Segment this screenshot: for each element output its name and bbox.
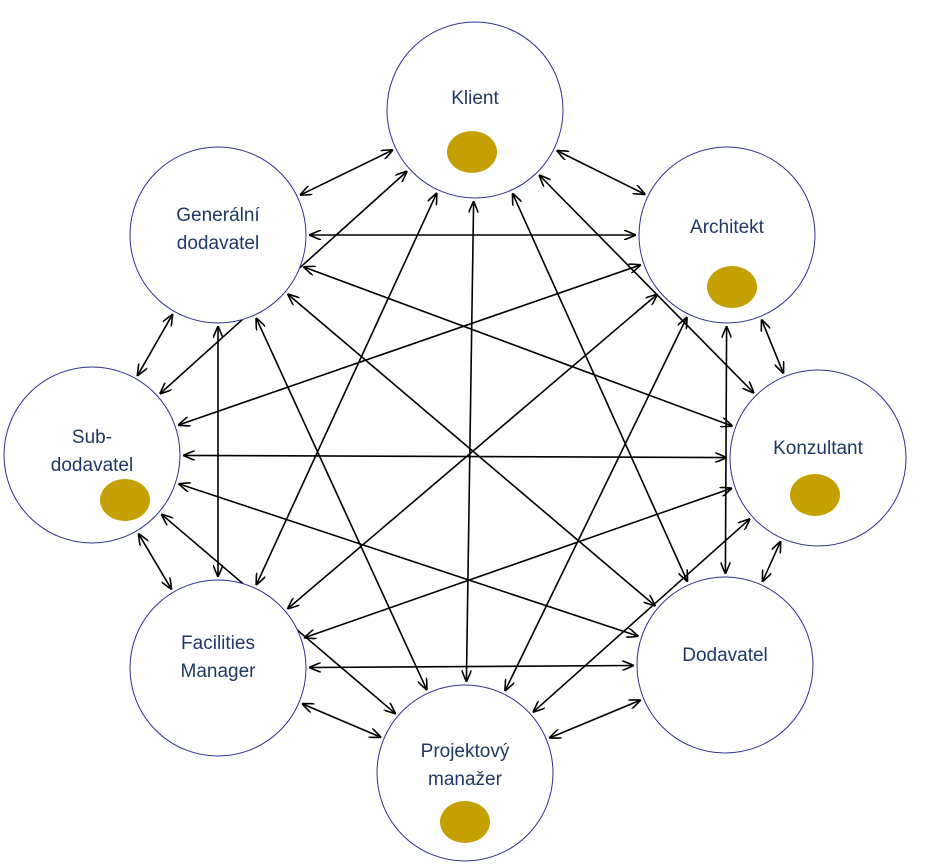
node-circle bbox=[729, 369, 907, 547]
arrow-klient-generalni-dodavatel bbox=[301, 150, 393, 195]
node-label-line: dodavatel bbox=[177, 233, 259, 254]
node-label-line: Konzultant bbox=[773, 438, 864, 459]
node-label-line: Sub- bbox=[72, 427, 112, 448]
arrow-konzultant-sub-dodavatel bbox=[184, 455, 726, 457]
gold-marker-dot bbox=[447, 131, 497, 173]
edges-layer bbox=[138, 150, 784, 738]
node-sub-dodavatel: Sub-dodavatel bbox=[3, 366, 181, 544]
gold-marker-dot bbox=[790, 474, 840, 516]
node-label-line: Klient bbox=[451, 88, 499, 109]
arrow-klient-architekt bbox=[557, 151, 644, 194]
arrow-projektovy-manazer-facilities-manager bbox=[303, 704, 381, 737]
node-label-line: Generální bbox=[176, 205, 260, 226]
node-label-line: dodavatel bbox=[51, 455, 133, 476]
node-label-line: Dodavatel bbox=[682, 645, 768, 666]
node-generalni-dodavatel: Generální dodavatel bbox=[129, 146, 307, 324]
node-label-line: manažer bbox=[428, 769, 503, 790]
gold-marker-dot bbox=[440, 801, 490, 843]
arrow-klient-projektovy-manazer bbox=[466, 202, 473, 681]
arrow-dodavatel-projektovy-manazer bbox=[550, 700, 640, 737]
gold-marker-dot bbox=[100, 479, 150, 521]
node-konzultant: Konzultant bbox=[729, 369, 907, 547]
node-circle bbox=[376, 684, 554, 862]
node-klient: Klient bbox=[386, 21, 564, 199]
arrow-projektovy-manazer-generalni-dodavatel bbox=[256, 319, 426, 690]
node-circle bbox=[386, 21, 564, 199]
node-dodavatel: Dodavatel bbox=[636, 576, 814, 754]
arrow-sub-dodavatel-generalni-dodavatel bbox=[138, 315, 173, 375]
gold-marker-dot bbox=[707, 266, 757, 308]
node-circle bbox=[129, 579, 307, 757]
nodes-layer: KlientArchitektKonzultantDodavatelProjek… bbox=[3, 21, 907, 862]
node-architekt: Architekt bbox=[638, 146, 816, 324]
arrow-architekt-konzultant bbox=[762, 320, 783, 373]
node-circle bbox=[636, 576, 814, 754]
node-projektovy-manazer: Projektový manažer bbox=[376, 684, 554, 862]
node-circle bbox=[638, 146, 816, 324]
arrow-konzultant-dodavatel bbox=[763, 542, 781, 581]
arrow-facilities-manager-sub-dodavatel bbox=[139, 534, 171, 589]
node-label-line: Projektový bbox=[421, 741, 510, 762]
node-label-line: Facilities bbox=[181, 633, 255, 654]
node-label-line: Manager bbox=[181, 661, 257, 682]
node-circle bbox=[129, 146, 307, 324]
node-label-line: Architekt bbox=[690, 217, 765, 238]
